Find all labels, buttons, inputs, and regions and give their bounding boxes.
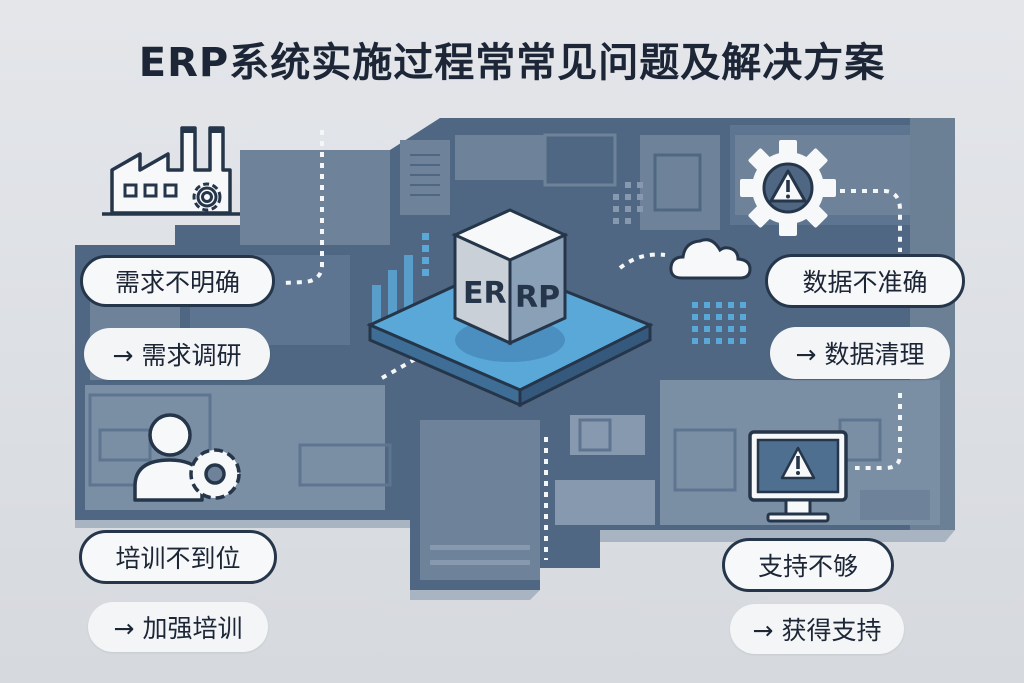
- problem-pill-support: 支持不够: [722, 538, 894, 592]
- bar-chart-icon: [372, 233, 429, 330]
- problem-pill-data: 数据不准确: [765, 254, 965, 308]
- svg-text:RP: RP: [515, 280, 560, 315]
- page-title: ERP系统实施过程常常见问题及解决方案: [138, 40, 886, 86]
- monitor-warning-icon: [748, 430, 848, 526]
- solution-pill-data: → 数据清理: [770, 327, 950, 379]
- problem-label: 支持不够: [757, 552, 858, 581]
- problem-label: 培训不到位: [115, 544, 241, 573]
- solution-label: → 加强培训: [113, 614, 243, 643]
- svg-text:ER: ER: [463, 276, 507, 311]
- cloud-icon: [668, 232, 754, 282]
- solution-pill-training: → 加强培训: [88, 602, 268, 652]
- problem-label: 数据不准确: [802, 268, 928, 297]
- gear-warning-icon: [738, 138, 838, 238]
- dot-grid-icon: [605, 180, 655, 230]
- problem-pill-training: 培训不到位: [79, 530, 277, 584]
- solution-label: → 获得支持: [752, 616, 882, 645]
- user-gear-icon: [130, 408, 250, 503]
- dot-grid-icon: [690, 300, 750, 350]
- problem-pill-requirements: 需求不明确: [80, 255, 275, 307]
- solution-label: → 数据清理: [795, 340, 925, 369]
- gear-icon: [192, 182, 222, 212]
- problem-label: 需求不明确: [114, 268, 240, 297]
- solution-pill-requirements: → 需求调研: [84, 328, 270, 380]
- solution-pill-support: → 获得支持: [730, 604, 904, 654]
- factory-gear-icon: [100, 118, 240, 218]
- solution-label: → 需求调研: [112, 341, 242, 370]
- erp-cube-icon: ER RP: [360, 195, 660, 415]
